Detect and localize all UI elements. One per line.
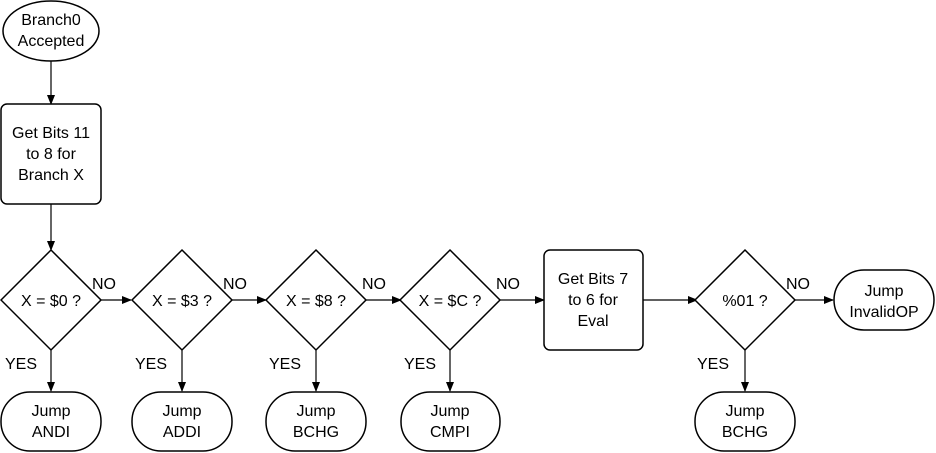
edge-label-no-d5: NO	[786, 276, 810, 293]
node-start-line-2: Accepted	[18, 33, 85, 50]
edge-label-no-d4: NO	[496, 276, 520, 293]
node-proc2-line-3: Eval	[577, 313, 608, 330]
node-proc1-line-2: to 8 for	[26, 146, 76, 163]
node-invalidop-line-2: InvalidOP	[849, 304, 918, 321]
node-d4-label: X = $C ?	[419, 293, 482, 310]
node-terminal-cmpi: Jump CMPI	[400, 391, 501, 452]
node-terminal-andi: Jump ANDI	[0, 391, 102, 452]
node-addi-line-1: Jump	[162, 403, 201, 420]
edge-label-yes-d5: YES	[697, 356, 729, 373]
edge-label-no-d1: NO	[92, 276, 116, 293]
node-terminal-bchg-2: Jump BCHG	[694, 391, 796, 452]
node-cmpi-line-1: Jump	[430, 403, 469, 420]
node-terminal-addi: Jump ADDI	[131, 391, 233, 452]
node-proc1: Get Bits 11 to 8 for Branch X	[0, 103, 102, 205]
node-terminal-invalidop: Jump InvalidOP	[833, 269, 935, 331]
edge-label-yes-d3: YES	[269, 356, 301, 373]
node-bchg2-line-2: BCHG	[722, 424, 768, 441]
node-proc2-line-2: to 6 for	[568, 292, 618, 309]
node-d3-label: X = $8 ?	[286, 293, 346, 310]
node-proc2-line-1: Get Bits 7	[558, 271, 628, 288]
node-start-line-1: Branch0	[21, 12, 81, 29]
node-d1-label: X = $0 ?	[21, 293, 81, 310]
node-cmpi-line-2: CMPI	[430, 424, 470, 441]
node-bchg-line-1: Jump	[296, 403, 335, 420]
node-d2-label: X = $3 ?	[152, 293, 212, 310]
edge-label-no-d2: NO	[223, 276, 247, 293]
node-invalidop-line-1: Jump	[864, 283, 903, 300]
edge-label-yes-d2: YES	[135, 356, 167, 373]
node-decision-d2: X = $3 ?	[130, 248, 234, 352]
edge-label-no-d3: NO	[362, 276, 386, 293]
node-decision-d4: X = $C ?	[398, 248, 502, 352]
node-start: Branch0 Accepted	[2, 0, 100, 62]
node-andi-line-2: ANDI	[32, 424, 70, 441]
node-proc2: Get Bits 7 to 6 for Eval	[543, 249, 644, 351]
edge-labels: NO NO NO NO NO YES YES YES YES YES	[5, 276, 810, 373]
edges	[47, 61, 834, 392]
node-proc1-line-1: Get Bits 11	[12, 125, 90, 142]
node-bchg-line-2: BCHG	[293, 424, 339, 441]
edge-label-yes-d4: YES	[404, 356, 436, 373]
node-terminal-bchg: Jump BCHG	[265, 391, 367, 452]
node-decision-d5: %01 ?	[693, 248, 797, 352]
node-proc1-line-3: Branch X	[18, 167, 84, 184]
node-andi-line-1: Jump	[31, 403, 70, 420]
node-d5-label: %01 ?	[722, 293, 767, 310]
edge-label-yes-d1: YES	[5, 356, 37, 373]
node-addi-line-2: ADDI	[163, 424, 201, 441]
node-decision-d1: X = $0 ?	[0, 248, 103, 352]
node-decision-d3: X = $8 ?	[264, 248, 368, 352]
node-bchg2-line-1: Jump	[725, 403, 764, 420]
